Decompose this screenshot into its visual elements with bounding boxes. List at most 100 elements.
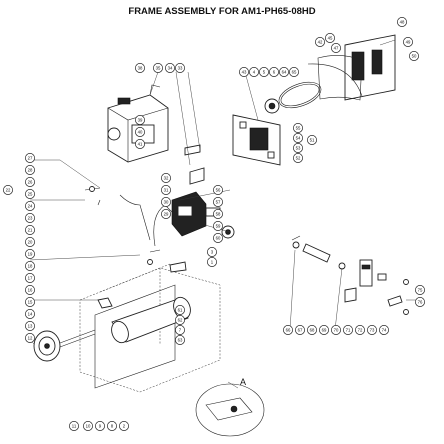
detail-label: A (240, 377, 246, 387)
callout-bubble: 22 (3, 185, 13, 195)
callout-number: 47 (334, 46, 339, 51)
callout-bubble: 34 (165, 63, 175, 73)
callout-number: 9 (99, 424, 102, 429)
callout-bubble: 48 (397, 17, 407, 27)
callout-bubble: 35 (153, 63, 163, 73)
callout-circle (283, 325, 293, 335)
callout-bubble: 61 (175, 305, 185, 315)
belt-guard (307, 34, 396, 101)
callout-number: 72 (358, 328, 363, 333)
callout-number: 12 (28, 336, 33, 341)
callout-bubble: 42 (315, 37, 325, 47)
diagram-title: FRAME ASSEMBLY FOR AM1-PH65-08HD (128, 6, 315, 17)
callout-number: 7 (179, 328, 182, 333)
callout-bubble: 16 (25, 285, 35, 295)
callout-bubble: 13 (25, 321, 35, 331)
callout-number: 31 (164, 188, 169, 193)
callout-number: 68 (310, 328, 315, 333)
air-tank (111, 296, 191, 344)
callout-circle (213, 233, 223, 243)
callout-circle (397, 17, 407, 27)
callout-bubble: 45 (325, 33, 335, 43)
callout-number: 14 (28, 312, 33, 317)
callout-number: 33 (178, 66, 183, 71)
callout-bubble: 8 (107, 421, 117, 431)
callout-bubble: 74 (379, 325, 389, 335)
callout-number: 32 (164, 176, 169, 181)
callout-circle (25, 189, 35, 199)
callout-number: 64 (282, 70, 287, 75)
callout-circle (161, 185, 171, 195)
callout-number: 21 (28, 228, 33, 233)
callout-circle (331, 43, 341, 53)
callout-bubble: 33 (175, 63, 185, 73)
callout-circle (207, 247, 217, 257)
callout-number: 54 (296, 136, 301, 141)
callout-circle (315, 37, 325, 47)
callout-number: 10 (86, 424, 91, 429)
detail-a-view: A (195, 377, 265, 437)
callout-bubble: 66 (283, 325, 293, 335)
callout-number: 70 (334, 328, 339, 333)
callout-circle (175, 315, 185, 325)
callout-circle (175, 305, 185, 315)
callout-circle (175, 325, 185, 335)
drive-belt (278, 81, 322, 109)
callout-bubble: 40 (135, 127, 145, 137)
callout-number: 56 (216, 188, 221, 193)
callout-circle (25, 213, 35, 223)
callout-number: 51 (310, 138, 315, 143)
compressor-pump (171, 191, 235, 239)
callout-circle (83, 421, 93, 431)
callout-number: 25 (28, 192, 33, 197)
callout-circle (3, 185, 13, 195)
hose-line (97, 194, 173, 247)
callout-number: 75 (418, 288, 423, 293)
callout-bubble: 73 (367, 325, 377, 335)
callout-number: 6 (273, 70, 276, 75)
callout-bubble: 59 (213, 221, 223, 231)
callout-number: 38 (138, 66, 143, 71)
callout-number: 42 (318, 40, 323, 45)
callout-bubble: 68 (307, 325, 317, 335)
callout-number: 15 (28, 300, 33, 305)
callout-number: 18 (28, 264, 33, 269)
callout-circle (367, 325, 377, 335)
callout-number: 74 (382, 328, 387, 333)
callout-circle (379, 325, 389, 335)
callout-bubble: 24 (25, 201, 35, 211)
callout-bubble: 56 (213, 185, 223, 195)
callout-bubble: 12 (25, 333, 35, 343)
callout-number: 34 (168, 66, 173, 71)
callout-number: 63 (178, 338, 183, 343)
callout-circle (69, 421, 79, 431)
callout-circle (175, 335, 185, 345)
callout-circle (409, 51, 419, 61)
callout-circle (295, 325, 305, 335)
callout-number: 4 (253, 70, 256, 75)
callout-circle (259, 67, 269, 77)
callout-bubble: 65 (289, 67, 299, 77)
callout-circle (331, 325, 341, 335)
callout-circle (355, 325, 365, 335)
callout-bubble: 41 (135, 139, 145, 149)
callout-number: 48 (400, 20, 405, 25)
callout-circle (25, 261, 35, 271)
callout-number: 35 (156, 66, 161, 71)
callout-bubble: 70 (331, 325, 341, 335)
callout-bubble: 49 (403, 37, 413, 47)
callout-number: 11 (72, 424, 77, 429)
callout-bubble: 47 (331, 43, 341, 53)
callout-number: 67 (298, 328, 303, 333)
callout-circle (25, 309, 35, 319)
callout-circle (135, 127, 145, 137)
callout-circle (403, 37, 413, 47)
callout-circle (25, 321, 35, 331)
callout-bubble: 64 (279, 67, 289, 77)
callout-number: 2 (123, 424, 126, 429)
callout-number: 29 (164, 212, 169, 217)
callout-circle (25, 237, 35, 247)
callout-bubble: 76 (415, 297, 425, 307)
callout-bubble: 29 (161, 209, 171, 219)
